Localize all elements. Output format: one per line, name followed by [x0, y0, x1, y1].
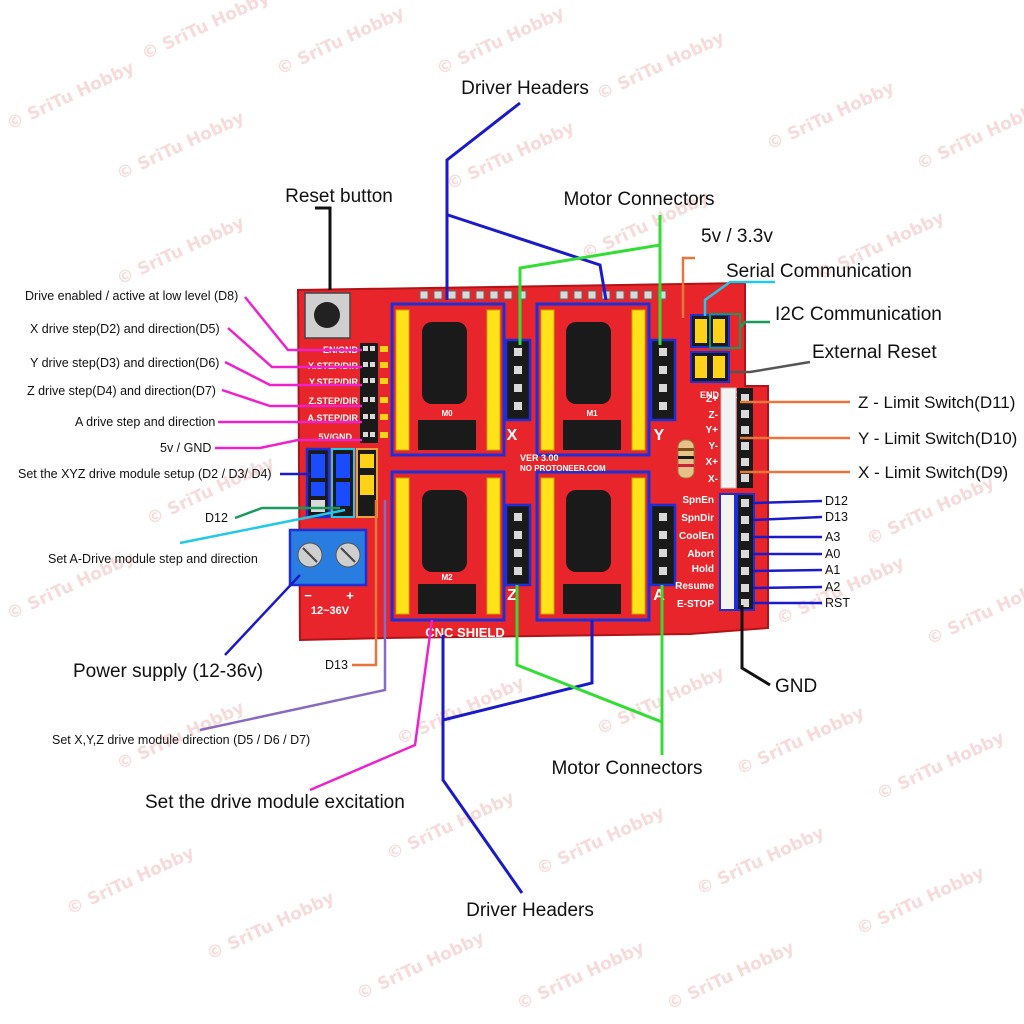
driver-slot-x [392, 304, 504, 455]
label-a3: A3 [825, 530, 840, 544]
watermark: © SriTu Hobby [444, 118, 578, 195]
watermark: © SriTu Hobby [734, 703, 868, 780]
board-url: NO PROTONEER.COM [520, 464, 606, 473]
watermark: © SriTu Hobby [774, 553, 908, 630]
pin-label: CoolEn [679, 531, 714, 542]
resistor [678, 440, 694, 478]
label-d13-left: D13 [325, 658, 348, 672]
axis-y-label: Y [654, 427, 665, 444]
watermark: © SriTu Hobby [914, 98, 1024, 175]
label-excitation: Set the drive module excitation [145, 792, 405, 813]
pin-label: Hold [692, 564, 714, 575]
polarity-plus: + [346, 588, 354, 603]
label-z-drive: Z drive step(D4) and direction(D7) [27, 384, 216, 398]
endstop-label: Y+ [705, 425, 718, 436]
label-external-reset: External Reset [812, 342, 937, 363]
watermark: © SriTu Hobby [874, 728, 1008, 805]
axis-x-label: X [507, 427, 518, 444]
label-d12-right: D12 [825, 494, 848, 508]
pin-label: SpnEn [682, 495, 714, 506]
watermark: © SriTu Hobby [924, 573, 1024, 650]
label-i2c: I2C Communication [775, 304, 942, 325]
reset-button [305, 293, 350, 338]
watermark: © SriTu Hobby [854, 863, 988, 940]
board-version: VER 3.00 [520, 453, 559, 463]
watermark: © SriTu Hobby [514, 938, 648, 1015]
label-drive-enabled: Drive enabled / active at low level (D8) [25, 289, 238, 303]
watermark: © SriTu Hobby [864, 473, 998, 550]
a1-line [753, 570, 822, 571]
spindle-header [720, 494, 754, 610]
watermark: © SriTu Hobby [204, 888, 338, 965]
label-serial: Serial Communication [726, 261, 912, 282]
endstop-label: X+ [705, 457, 718, 468]
driver-slot-a [537, 472, 649, 620]
label-reset-button: Reset button [285, 186, 393, 207]
driver-slot-z [392, 472, 504, 620]
label-voltage-select: 5v / 3.3v [701, 226, 773, 247]
label-d13-right: D13 [825, 510, 848, 524]
endstop-label: Z+ [706, 394, 718, 405]
a2-line [753, 587, 822, 588]
label-power-supply: Power supply (12-36v) [73, 661, 263, 682]
pin-label: Z.STEP/DIR [308, 396, 358, 406]
microstep-m0: M0 [441, 409, 453, 418]
label-a-drive-set: Set A-Drive module step and direction [48, 552, 258, 566]
label-driver-headers-bottom: Driver Headers [466, 900, 594, 921]
label-x-limit: X - Limit Switch(D9) [858, 463, 1008, 482]
watermark: © SriTu Hobby [694, 823, 828, 900]
pin-label: SpnDir [681, 513, 714, 524]
watermark: © SriTu Hobby [114, 108, 248, 185]
watermark: © SriTu Hobby [664, 938, 798, 1015]
watermark: © SriTu Hobby [4, 58, 138, 135]
pin-label: Abort [687, 549, 714, 560]
excitation-line [310, 620, 432, 790]
label-a0: A0 [825, 547, 840, 561]
watermark: © SriTu Hobby [114, 213, 248, 290]
label-x-drive: X drive step(D2) and direction(D5) [30, 322, 220, 336]
label-gnd: GND [775, 676, 817, 697]
microstep-m1: M1 [586, 409, 598, 418]
driver-slot-y [537, 304, 649, 455]
watermark: © SriTu Hobby [534, 803, 668, 880]
endstop-label: Z- [709, 410, 718, 421]
watermark: © SriTu Hobby [139, 0, 273, 65]
board-title: CNC SHIELD [425, 625, 504, 640]
label-motor-connectors-bottom: Motor Connectors [551, 758, 702, 779]
watermark: © SriTu Hobby [434, 3, 568, 80]
watermark: © SriTu Hobby [354, 928, 488, 1005]
label-power-5v: 5v / GND [160, 441, 211, 455]
watermark: © SriTu Hobby [274, 3, 408, 80]
power-supply-line [225, 575, 300, 655]
pin-label: Resume [675, 581, 714, 592]
label-y-limit: Y - Limit Switch(D10) [858, 429, 1017, 448]
watermark: © SriTu Hobby [764, 78, 898, 155]
label-a1: A1 [825, 563, 840, 577]
watermark: © SriTu Hobby [394, 673, 528, 750]
endstop-label: X- [708, 474, 718, 485]
label-motor-connectors-top: Motor Connectors [563, 189, 714, 210]
label-xyz-direction: Set X,Y,Z drive module direction (D5 / D… [52, 733, 310, 747]
label-driver-headers-top: Driver Headers [461, 78, 589, 99]
polarity-minus: − [304, 588, 312, 603]
cnc-shield-board: EN/GND X.STEP/DIR Y.STEP/DIR Z.STEP/DIR … [290, 283, 768, 640]
voltage-rating: 12~36V [311, 605, 350, 617]
label-z-limit: Z - Limit Switch(D11) [858, 393, 1015, 412]
microstep-m2: M2 [441, 573, 453, 582]
label-rst: RST [825, 596, 850, 610]
label-d12-left: D12 [205, 511, 228, 525]
watermark: © SriTu Hobby [594, 28, 728, 105]
pin-label: E-STOP [677, 599, 714, 610]
label-a-drive: A drive step and direction [75, 415, 215, 429]
label-xyz-setup: Set the XYZ drive module setup (D2 / D3/… [18, 467, 272, 481]
label-a2: A2 [825, 580, 840, 594]
endstop-label: Y- [709, 441, 718, 452]
label-y-drive: Y drive step(D3) and direction(D6) [30, 356, 219, 370]
reset-button-line [315, 208, 330, 290]
watermark: © SriTu Hobby [64, 843, 198, 920]
